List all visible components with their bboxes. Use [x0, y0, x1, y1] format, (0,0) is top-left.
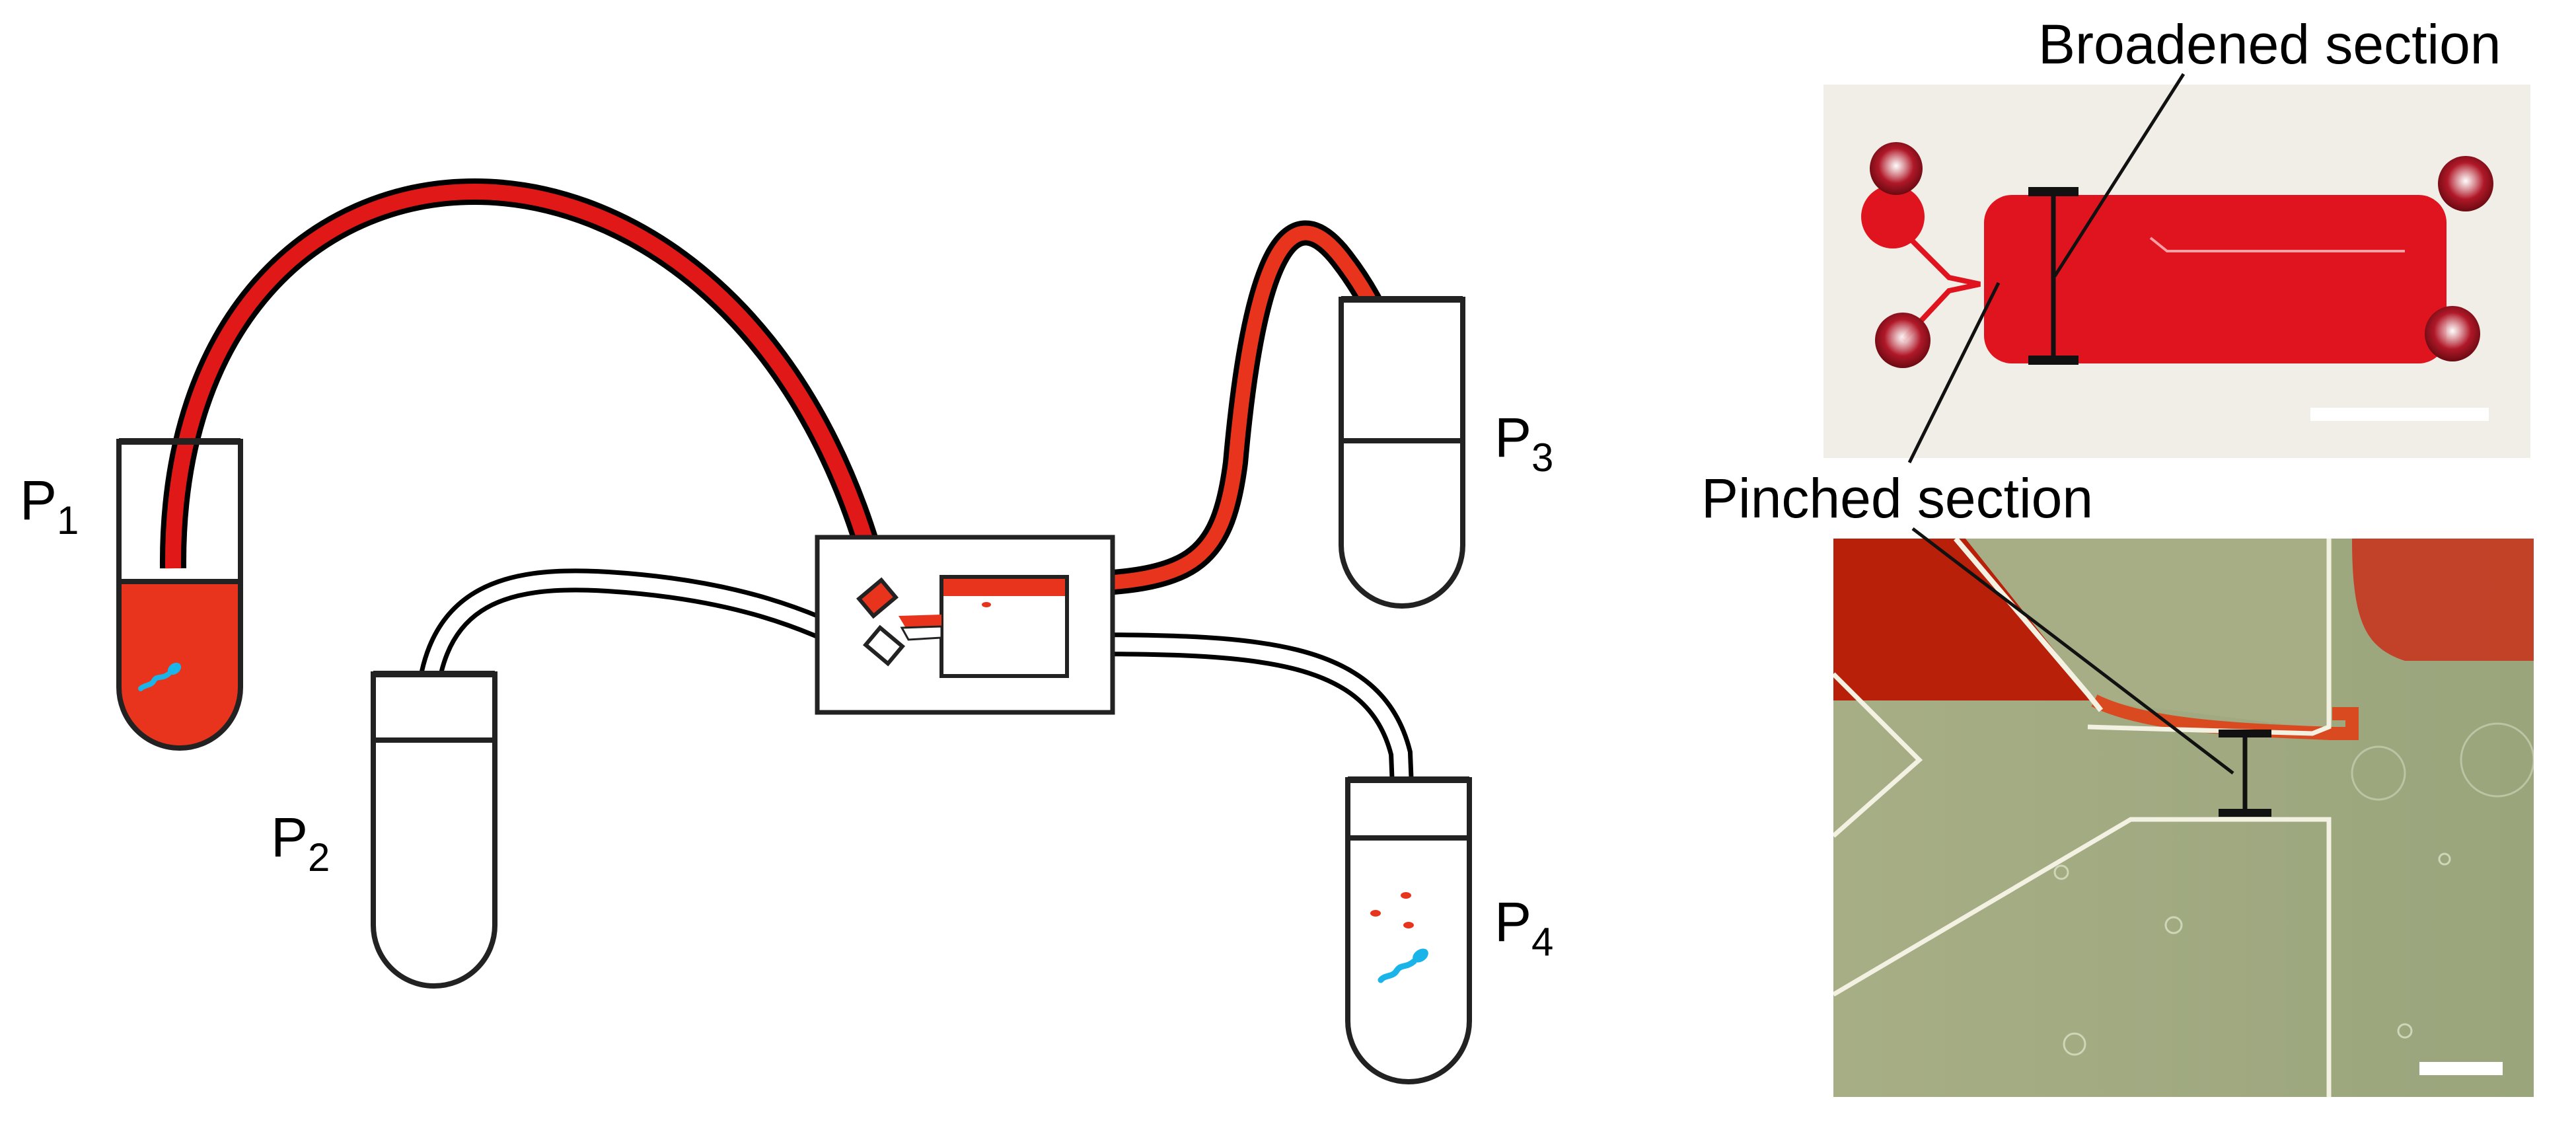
microfluidic-chip [815, 535, 1115, 715]
chip-photo [1823, 85, 2530, 458]
label-p1: P1 [20, 469, 79, 543]
label-p3: P3 [1494, 406, 1554, 480]
label-p2: P2 [271, 806, 330, 880]
tube-chip-to-p4 [1070, 632, 1416, 837]
sperm-cell-icon [1378, 948, 1428, 983]
scale-bar [2310, 408, 2489, 421]
sperm-cell-icon [138, 662, 182, 691]
tube-p1-to-chip [159, 178, 892, 591]
reservoir-p4 [1345, 776, 1472, 1084]
broadened-section-marker [2028, 187, 2079, 365]
callout-leaders [1907, 73, 2234, 774]
reservoir-p2 [371, 671, 497, 989]
pinched-section-label: Pinched section [1701, 467, 2094, 529]
broadened-section-label: Broadened section [2038, 13, 2501, 75]
label-p4: P4 [1494, 891, 1554, 964]
pinched-section-marker [2219, 730, 2271, 817]
micrograph [1833, 539, 2534, 1097]
red-blood-cell-icon [1370, 892, 1414, 928]
reservoir-p3 [1339, 296, 1465, 609]
reservoir-p1 [116, 438, 243, 751]
scale-bar [2419, 1062, 2503, 1075]
